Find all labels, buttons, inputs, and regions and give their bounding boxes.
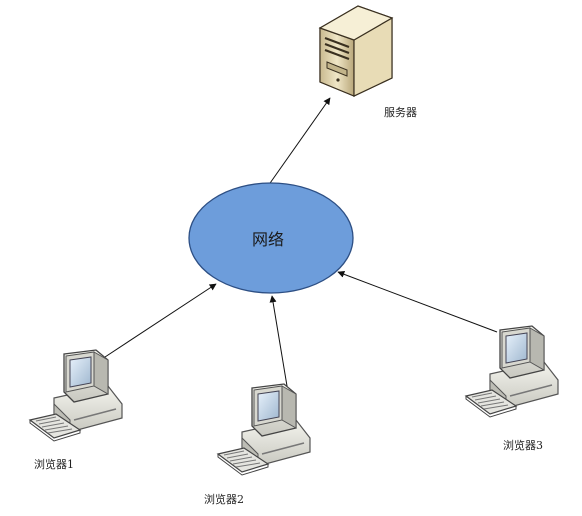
- network-label: 网络: [252, 230, 285, 249]
- server-tower-icon: [318, 5, 394, 97]
- arrow-network-to-server: [267, 97, 331, 187]
- arrow-browser2-to-network: [269, 295, 289, 393]
- browser3-label: 浏览器3: [503, 439, 543, 452]
- desktop-computer-icon: [217, 383, 311, 476]
- desktop-computer-icon: [465, 325, 559, 418]
- arrow-browser1-to-network: [104, 283, 217, 358]
- browser1-label: 浏览器1: [34, 458, 74, 471]
- desktop-computer-icon: [29, 349, 123, 442]
- arrow-browser3-to-network: [337, 270, 498, 333]
- browser2-label: 浏览器2: [204, 493, 244, 506]
- network-cloud: [188, 182, 354, 294]
- server-label: 服务器: [384, 106, 417, 119]
